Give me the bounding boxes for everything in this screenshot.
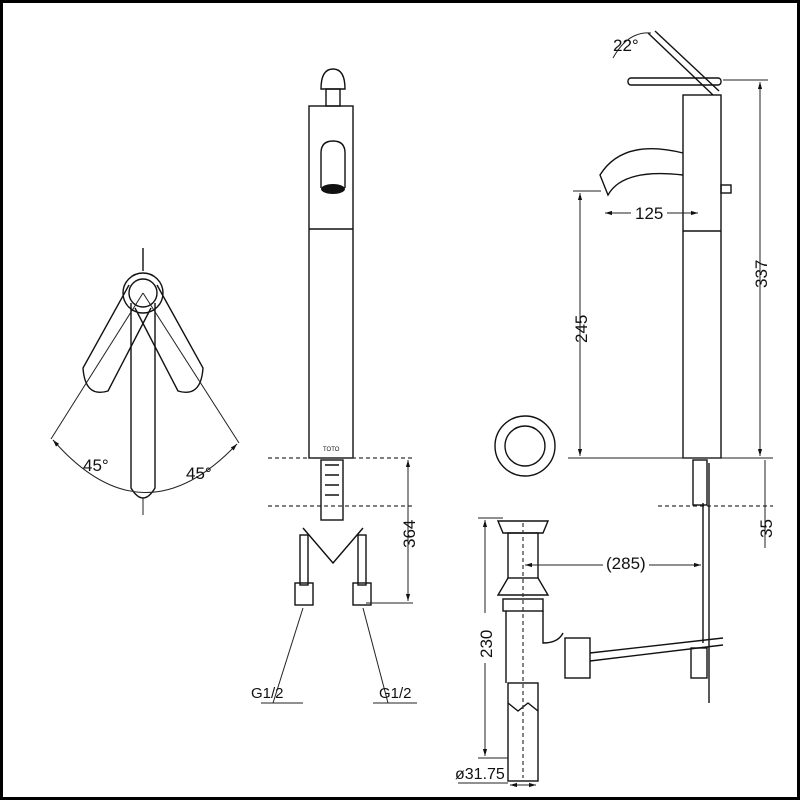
inlet-right-label: G1/2	[379, 685, 412, 702]
dim-125-label: 125	[635, 204, 663, 223]
dim-230-bg	[476, 613, 496, 663]
lever-raised-2	[654, 30, 720, 92]
shank-thread	[325, 464, 339, 496]
side-pin	[720, 184, 732, 194]
handle-hub	[122, 272, 164, 314]
handle-lever-right	[134, 284, 204, 393]
nut-right	[352, 582, 372, 606]
angle-arc-22	[612, 32, 652, 59]
drawing-canvas: 45° 45° TOTO 364 G1/2 G1/2	[50, 30, 776, 788]
leader-left	[272, 607, 304, 704]
hose-left	[299, 534, 309, 586]
spout-opening	[320, 140, 346, 188]
inlet-left-label: G1/2	[251, 685, 284, 702]
handle-rotation-view: 45° 45°	[50, 248, 240, 515]
faucet-body	[308, 105, 354, 459]
faucet-front-view: TOTO 364 G1/2 G1/2	[251, 68, 419, 704]
knob-stem	[325, 88, 341, 107]
tailpiece	[507, 682, 539, 782]
mounting-shank	[320, 459, 344, 521]
spout	[599, 147, 684, 197]
dim-337-label: 337	[752, 260, 771, 288]
lever-raised	[647, 32, 714, 96]
top-knob	[320, 68, 346, 90]
dim-diameter-label: ø31.75	[455, 766, 505, 783]
dim-285-bg	[603, 551, 649, 573]
side-body	[682, 94, 722, 459]
lever-angle-label: 22°	[613, 36, 639, 55]
leader-right	[362, 607, 389, 704]
handle-lever-left	[82, 284, 152, 393]
dim-125-bg	[631, 201, 667, 221]
aerator	[321, 184, 345, 194]
drain-cap-inner	[504, 425, 546, 467]
dim-230-label: 230	[477, 630, 496, 658]
pop-up-drain: 230 (285) ø31.75	[455, 415, 724, 788]
dim-364-label: 364	[400, 520, 419, 548]
pivot-rod	[589, 637, 724, 654]
dim-245-label: 245	[572, 315, 591, 343]
dim-285-label: (285)	[606, 554, 646, 573]
side-shank	[692, 459, 708, 506]
drain-flange	[496, 520, 550, 534]
handle-lever-center	[130, 303, 156, 499]
angle-right-label: 45°	[186, 464, 212, 483]
side-nut	[690, 647, 708, 679]
hose-right	[357, 534, 367, 586]
handle-hub-inner	[128, 278, 158, 308]
pivot-rod-2	[589, 644, 724, 662]
drain-tail	[505, 611, 564, 683]
hose-split	[302, 527, 364, 565]
nut-left	[294, 582, 314, 606]
handle-lever	[627, 77, 722, 86]
pivot-nut	[564, 637, 591, 679]
angle-line-left	[50, 292, 144, 440]
angle-line-right	[142, 292, 240, 444]
angle-left-label: 45°	[83, 456, 109, 475]
drain-cap-outer	[494, 415, 556, 477]
dim-35-label: 35	[757, 519, 776, 538]
angle-arc	[52, 439, 238, 493]
brand-mark: TOTO	[323, 447, 340, 453]
faucet-side-view: 22° 125 245 337 35	[568, 30, 776, 703]
